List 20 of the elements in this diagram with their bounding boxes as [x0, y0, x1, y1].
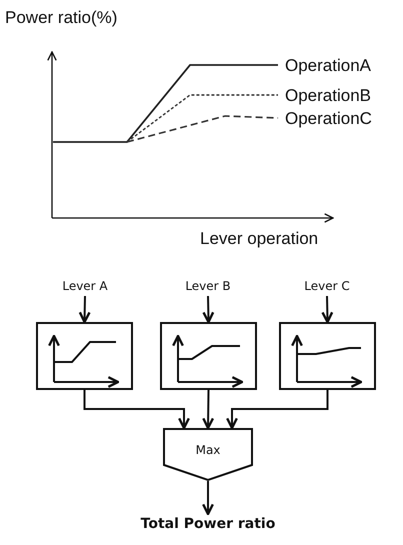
arrow [226, 390, 328, 430]
series-label: OperationC [285, 109, 372, 129]
graph-box [279, 322, 376, 390]
arrow [84, 390, 190, 430]
output-label: Total Power ratio [118, 514, 298, 536]
max-block: Max [163, 428, 253, 481]
arrow [202, 296, 214, 324]
graph-box [160, 322, 257, 390]
arrow [202, 481, 214, 516]
arrow [78, 296, 91, 324]
axis-title: Power ratio(%) [5, 8, 118, 28]
input-label: Lever A [45, 276, 125, 296]
input-label: Lever B [168, 276, 248, 296]
axis-title: Lever operation [200, 229, 318, 249]
series-label: OperationA [285, 56, 371, 76]
graph-box [36, 322, 133, 390]
input-label: Lever C [287, 276, 367, 296]
arrow [321, 296, 334, 324]
arrow [202, 390, 214, 430]
series-label: OperationB [285, 86, 371, 106]
